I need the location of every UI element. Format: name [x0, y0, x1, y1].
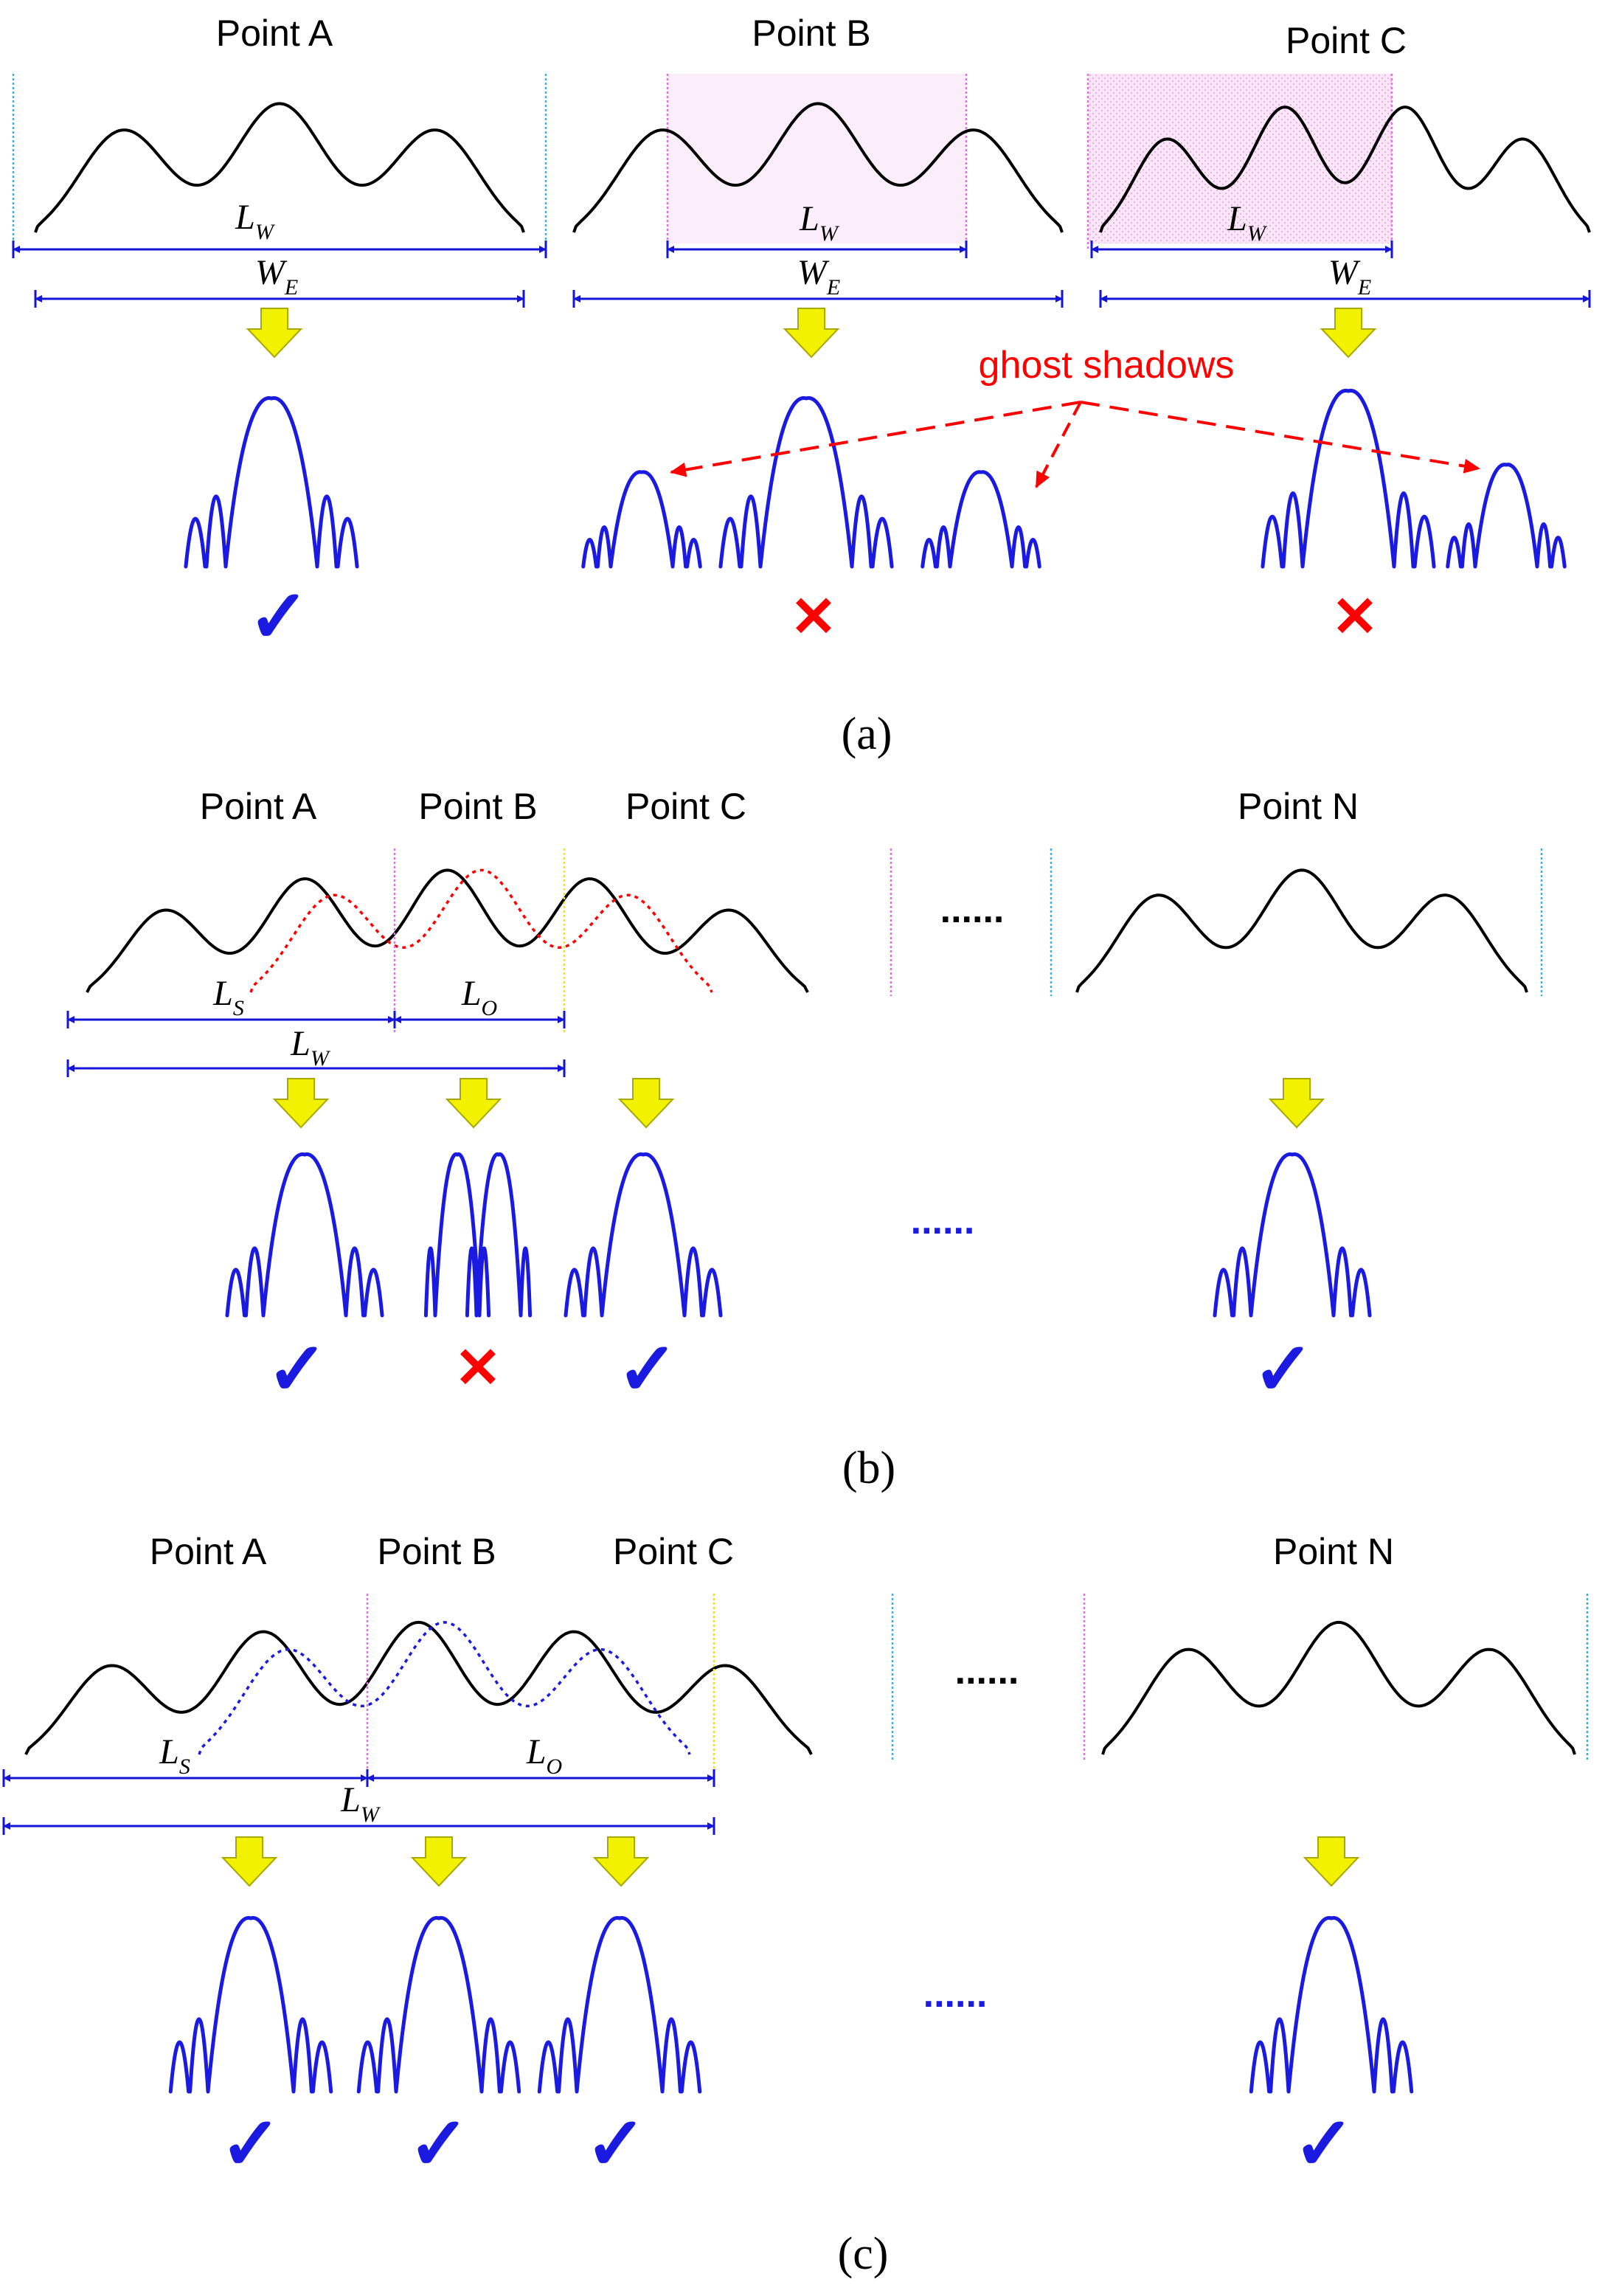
panel-b-ls-label: LS	[212, 974, 244, 1020]
panel-b-point-c-label: Point C	[625, 786, 746, 827]
panel-a-we-label-a: WE	[255, 253, 298, 300]
c-curve-n	[1101, 1620, 1576, 1755]
ghost-arrow-right	[1080, 401, 1480, 474]
b-psf-a	[225, 1152, 384, 1318]
b-psf-b1	[423, 1152, 491, 1318]
ghost-arrow-mid	[1035, 401, 1082, 488]
panel-c-check-c: ✓	[585, 2103, 647, 2185]
panel-c-dots-top: ......	[955, 1650, 1019, 1692]
a-curve-a	[34, 102, 525, 233]
panel-a-cross-c: ✕	[1331, 586, 1379, 649]
c-arrow-c	[592, 1836, 650, 1887]
a-psf-a	[184, 396, 359, 569]
panel-c-check-n: ✓	[1293, 2103, 1355, 2185]
panel-a-cross-b: ✕	[790, 586, 837, 649]
a-window-shade-c	[1088, 74, 1392, 243]
c-psf-c	[537, 1916, 702, 2094]
c-curve-main	[24, 1620, 813, 1755]
b-arrow-b	[445, 1078, 502, 1129]
panel-c-lo-label: LO	[526, 1732, 562, 1779]
panel-c: Point A Point B Point C Point N LS LO LW…	[150, 1531, 1394, 2279]
panel-c-ls-label: LS	[159, 1732, 190, 1779]
a-curve-b	[572, 102, 1064, 233]
a-window-shade-b	[668, 74, 966, 243]
panel-c-caption: (c)	[838, 2229, 889, 2279]
panel-c-lw-label: LW	[340, 1780, 381, 1827]
b-arrow-c	[617, 1078, 675, 1129]
panel-c-dots-bottom: ......	[923, 1973, 988, 2016]
panel-b-cross-b: ✕	[454, 1337, 502, 1400]
panel-a-caption: (a)	[842, 709, 892, 759]
panel-c-point-c-label: Point C	[613, 1531, 734, 1572]
panel-c-check-a: ✓	[220, 2103, 282, 2185]
panel-a-point-b-label: Point B	[752, 13, 870, 54]
panel-b: Point A Point B Point C Point N LS LO LW…	[200, 786, 1359, 1493]
b-psf-n	[1213, 1152, 1372, 1318]
panel-a-lw-label-b: LW	[799, 199, 840, 246]
panel-a-lw-label-a: LW	[235, 198, 276, 244]
c-psf-n	[1249, 1916, 1414, 2094]
b-arrow-n	[1268, 1078, 1325, 1129]
b-psf-c	[564, 1152, 723, 1318]
panel-a-lw-label-c: LW	[1227, 199, 1268, 246]
panel-a-we-label-b: WE	[797, 253, 840, 300]
panel-b-lw-label: LW	[290, 1024, 331, 1071]
a-ghost-right-c	[1446, 463, 1567, 569]
c-psf-a	[168, 1916, 333, 2094]
panel-b-dots-top: ......	[940, 888, 1005, 931]
panel-b-point-n-label: Point N	[1238, 786, 1359, 827]
panel-a-we-label-c: WE	[1328, 253, 1371, 300]
c-arrow-b	[410, 1836, 468, 1887]
panel-c-point-b-label: Point B	[377, 1531, 496, 1572]
panel-c-check-b: ✓	[408, 2103, 470, 2185]
ghost-arrow-left	[670, 401, 1081, 477]
panel-c-point-n-label: Point N	[1273, 1531, 1394, 1572]
b-psf-b2	[465, 1152, 533, 1318]
c-arrow-a	[221, 1836, 278, 1887]
panel-c-point-a-label: Point A	[150, 1531, 267, 1572]
a-psf-c	[1261, 389, 1436, 569]
a-psf-b	[718, 396, 894, 569]
panel-b-dots-bottom: ......	[911, 1200, 975, 1242]
a-arrow-c	[1320, 308, 1377, 359]
panel-b-caption: (b)	[842, 1443, 895, 1493]
panel-b-check-a: ✓	[266, 1328, 328, 1411]
panel-b-lo-label: LO	[461, 974, 497, 1020]
b-arrow-a	[272, 1078, 330, 1129]
b-curve-n	[1075, 868, 1528, 993]
panel-a-check-a: ✓	[248, 575, 310, 658]
c-psf-b	[356, 1916, 521, 2094]
panel-b-check-n: ✓	[1252, 1328, 1314, 1411]
b-curve-dotted-red	[249, 868, 713, 993]
panel-b-point-b-label: Point B	[418, 786, 537, 827]
panel-a-point-a-label: Point A	[216, 13, 333, 54]
a-arrow-b	[783, 308, 840, 359]
b-curve-main	[86, 868, 809, 993]
ghost-shadows-label: ghost shadows	[979, 344, 1235, 387]
c-arrow-n	[1303, 1836, 1360, 1887]
a-ghost-right-b	[921, 470, 1041, 569]
panel-a: Point A Point B Point C LW WE LW WE LW W…	[216, 13, 1407, 759]
panel-b-check-c: ✓	[617, 1328, 679, 1411]
c-curve-dotted-blue	[198, 1621, 691, 1755]
panel-b-point-a-label: Point A	[200, 786, 317, 827]
a-curve-c	[1099, 106, 1591, 233]
a-arrow-a	[246, 308, 303, 359]
panel-a-point-c-label: Point C	[1286, 20, 1407, 61]
geometry-layer	[2, 74, 1591, 2094]
a-ghost-left-b	[581, 470, 702, 569]
